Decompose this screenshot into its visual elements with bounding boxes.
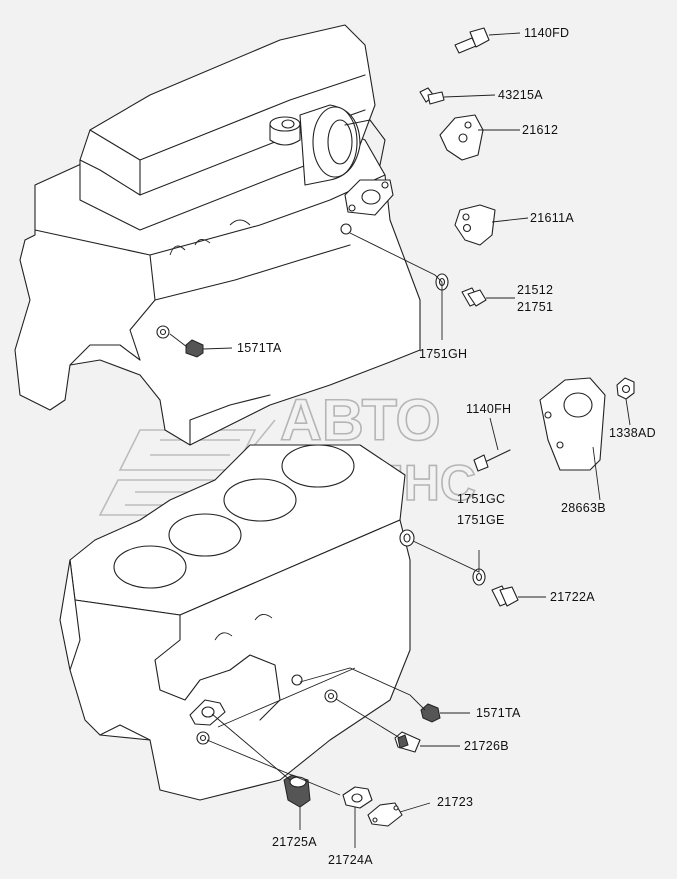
watermark-line1: АВТО bbox=[280, 388, 441, 453]
label-21512[interactable]: 21512 bbox=[517, 283, 553, 297]
label-21722A[interactable]: 21722A bbox=[550, 590, 595, 604]
label-21612[interactable]: 21612 bbox=[522, 123, 558, 137]
label-28663B[interactable]: 28663B bbox=[561, 501, 606, 515]
label-21724A[interactable]: 21724A bbox=[328, 853, 373, 867]
label-43215A[interactable]: 43215A bbox=[498, 88, 543, 102]
label-1140FD[interactable]: 1140FD bbox=[524, 26, 569, 40]
label-21726B[interactable]: 21726B bbox=[464, 739, 509, 753]
label-1571TA-upper[interactable]: 1571TA bbox=[237, 341, 282, 355]
label-1751GE[interactable]: 1751GE bbox=[457, 513, 505, 527]
leader-lines bbox=[169, 32, 631, 848]
label-1571TA-lower[interactable]: 1571TA bbox=[476, 706, 521, 720]
loose-parts bbox=[394, 27, 635, 753]
label-1751GC[interactable]: 1751GC bbox=[457, 492, 505, 506]
part-labels: 1140FD 43215A 21612 21611A 21512 21751 1… bbox=[237, 26, 656, 867]
cylinder-block-illustration bbox=[59, 444, 415, 827]
label-21723[interactable]: 21723 bbox=[437, 795, 473, 809]
label-1751GH[interactable]: 1751GH bbox=[419, 347, 467, 361]
label-1140FH[interactable]: 1140FH bbox=[466, 402, 511, 416]
label-21611A[interactable]: 21611A bbox=[530, 211, 574, 225]
cylinder-head-illustration bbox=[14, 24, 421, 446]
label-1338AD[interactable]: 1338AD bbox=[609, 426, 656, 440]
label-21751[interactable]: 21751 bbox=[517, 300, 553, 314]
label-21725A[interactable]: 21725A bbox=[272, 835, 317, 849]
